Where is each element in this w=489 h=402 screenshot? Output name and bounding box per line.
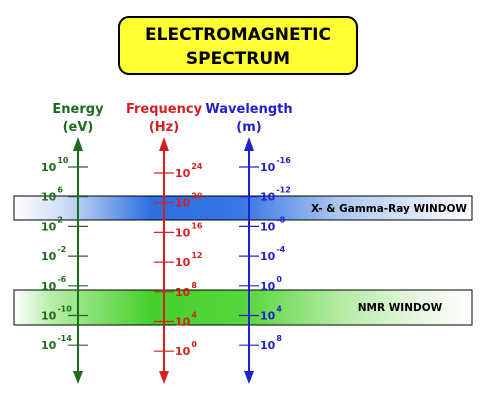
- energy-axis-label: Energy: [52, 102, 104, 117]
- energy-tick-exponent: 2: [57, 215, 63, 224]
- wavelength-tick-label: 10-8: [260, 215, 286, 233]
- energy-tick-exponent: -14: [57, 334, 72, 343]
- frequency-tick-exponent: 12: [191, 251, 202, 260]
- energy-tick-label: 106: [41, 186, 63, 204]
- title-background: [118, 16, 358, 75]
- frequency-tick-label: 104: [175, 311, 197, 329]
- energy-tick-base: 10: [41, 280, 57, 293]
- frequency-tick-exponent: 24: [191, 162, 203, 171]
- frequency-tick-label: 100: [175, 340, 197, 358]
- frequency-arrow-top-icon: [159, 137, 169, 151]
- wavelength-tick-label: 108: [260, 334, 282, 352]
- energy-tick-exponent: -10: [57, 305, 72, 314]
- wavelength-tick-label: 10-4: [260, 245, 286, 263]
- xray-window-label: X- & Gamma-Ray WINDOW: [311, 203, 467, 215]
- frequency-tick-label: 1024: [175, 162, 203, 180]
- wavelength-tick-exponent: -12: [276, 186, 290, 195]
- wavelength-tick-exponent: -16: [276, 156, 291, 165]
- energy-tick-base: 10: [41, 220, 57, 233]
- frequency-tick-base: 10: [175, 316, 191, 329]
- energy-tick-base: 10: [41, 339, 57, 352]
- wavelength-tick-label: 10-16: [260, 156, 291, 174]
- energy-arrow-bottom-icon: [73, 371, 83, 384]
- title-line-1: ELECTROMAGNETIC: [145, 25, 331, 45]
- energy-tick-exponent: 6: [57, 186, 63, 195]
- frequency-tick-base: 10: [175, 345, 191, 358]
- energy-tick-base: 10: [41, 161, 57, 174]
- energy-tick-label: 1010: [41, 156, 69, 174]
- frequency-tick-exponent: 0: [191, 340, 197, 349]
- energy-arrow-top-icon: [73, 137, 83, 151]
- nmr-window: [13, 289, 473, 326]
- frequency-tick-label: 1012: [175, 251, 202, 269]
- wavelength-tick-base: 10: [260, 280, 276, 293]
- wavelength-axis-unit: (m): [236, 120, 261, 135]
- wavelength-tick-base: 10: [260, 191, 276, 204]
- energy-tick-exponent: -2: [57, 245, 66, 254]
- wavelength-tick-base: 10: [260, 250, 276, 263]
- energy-tick-base: 10: [41, 191, 57, 204]
- frequency-tick-base: 10: [175, 167, 191, 180]
- wavelength-tick-exponent: -8: [276, 215, 285, 224]
- frequency-tick-exponent: 4: [191, 311, 197, 320]
- energy-tick-label: 102: [41, 215, 63, 233]
- title-line-2: SPECTRUM: [186, 49, 290, 69]
- title-box: ELECTROMAGNETIC SPECTRUM: [118, 16, 358, 75]
- energy-axis: [73, 137, 83, 384]
- wavelength-tick-label: 10-12: [260, 186, 291, 204]
- frequency-tick-base: 10: [175, 197, 191, 210]
- wavelength-tick-exponent: 4: [276, 305, 282, 314]
- energy-tick-exponent: -6: [57, 275, 66, 284]
- wavelength-tick-label: 100: [260, 275, 282, 293]
- wavelength-tick-exponent: 8: [276, 334, 282, 343]
- wavelength-tick-base: 10: [260, 339, 276, 352]
- frequency-arrow-bottom-icon: [159, 371, 169, 384]
- frequency-axis-unit: (Hz): [149, 120, 179, 135]
- frequency-tick-base: 10: [175, 256, 191, 269]
- frequency-axis: [159, 137, 169, 384]
- frequency-tick-exponent: 20: [191, 192, 203, 201]
- energy-tick-base: 10: [41, 310, 57, 323]
- frequency-axis-label: Frequency: [126, 102, 203, 117]
- energy-tick-label: 10-14: [41, 334, 72, 352]
- wavelength-tick-label: 104: [260, 305, 282, 323]
- frequency-tick-label: 1020: [175, 192, 203, 210]
- energy-tick-label: 10-2: [41, 245, 66, 263]
- nmr-window-band: [13, 289, 473, 326]
- wavelength-axis: [244, 137, 254, 384]
- frequency-tick-label: 1016: [175, 221, 203, 239]
- frequency-tick-exponent: 16: [191, 221, 203, 230]
- xray-window: [13, 195, 473, 221]
- frequency-tick-exponent: 8: [191, 281, 197, 290]
- energy-tick-label: 10-10: [41, 305, 72, 323]
- xray-window-band: [13, 195, 473, 221]
- wavelength-tick-base: 10: [260, 220, 276, 233]
- wavelength-arrow-bottom-icon: [244, 371, 254, 384]
- wavelength-axis-label: Wavelength: [205, 102, 292, 117]
- wavelength-tick-base: 10: [260, 310, 276, 323]
- frequency-tick-label: 108: [175, 281, 197, 299]
- energy-tick-label: 10-6: [41, 275, 67, 293]
- wavelength-arrow-top-icon: [244, 137, 254, 151]
- wavelength-tick-exponent: -4: [276, 245, 285, 254]
- wavelength-tick-base: 10: [260, 161, 276, 174]
- frequency-tick-base: 10: [175, 286, 191, 299]
- frequency-tick-base: 10: [175, 226, 191, 239]
- energy-tick-exponent: 10: [57, 156, 69, 165]
- wavelength-tick-exponent: 0: [276, 275, 282, 284]
- energy-tick-base: 10: [41, 250, 57, 263]
- energy-axis-unit: (eV): [63, 120, 94, 135]
- nmr-window-label: NMR WINDOW: [358, 302, 443, 314]
